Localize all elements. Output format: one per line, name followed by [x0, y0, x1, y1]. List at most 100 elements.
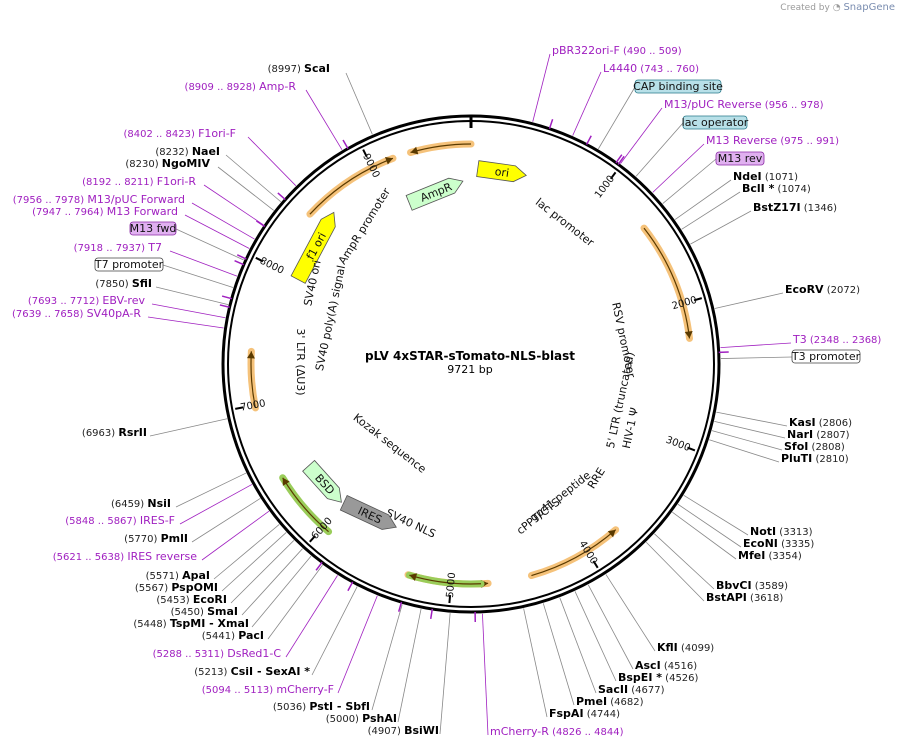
site-position: (8402 .. 8423)	[123, 129, 198, 140]
leader-line	[162, 264, 234, 288]
site-name: NarI	[787, 428, 813, 441]
site-name: SmaI	[207, 605, 238, 618]
feature-arrow	[405, 177, 464, 211]
snapgene-logo-icon: ◔	[832, 3, 841, 13]
leader-line	[620, 107, 663, 164]
tick-label: 8000	[258, 256, 286, 277]
site-position: (2806)	[816, 418, 853, 429]
site-position: (3589)	[752, 581, 789, 592]
enzyme-label: BclI * (1074)	[742, 182, 811, 195]
site-position: (2348 .. 2368)	[807, 335, 882, 346]
site-name: AscI	[635, 659, 661, 672]
enzyme-label: FspAI (4744)	[549, 707, 620, 720]
leader-line	[397, 608, 422, 723]
leader-line	[169, 250, 238, 277]
site-position: (5213)	[194, 667, 230, 678]
site-name: PmeI	[576, 695, 607, 708]
enzyme-label: (6459) NsiI	[111, 497, 171, 510]
site-position: (956 .. 978)	[762, 100, 824, 111]
enzyme-label: (6963) RsrII	[82, 426, 147, 439]
site-name: ScaI	[304, 62, 330, 75]
feature-arc	[531, 529, 617, 577]
site-name: BstAPI	[706, 591, 747, 604]
enzyme-label: (4907) BsiWI	[368, 724, 439, 737]
site-position: (4907)	[368, 726, 404, 737]
site-position: (2072)	[824, 285, 861, 296]
enzyme-label: PmeI (4682)	[576, 695, 644, 708]
leader-line	[149, 418, 228, 437]
site-name: NaeI	[192, 145, 220, 158]
enzyme-label: PluTI (2810)	[781, 452, 849, 465]
site-position: (4682)	[607, 697, 644, 708]
site-position: (5094 .. 5113)	[202, 685, 277, 696]
site-name: M13/pUC Forward	[87, 193, 185, 206]
site-name: PluTI	[781, 452, 812, 465]
site-name: F1ori-F	[198, 127, 236, 140]
site-name: EBV-rev	[102, 294, 145, 307]
leader-line	[147, 316, 224, 329]
leader-line	[221, 532, 287, 592]
site-position: (5621 .. 5638)	[53, 552, 128, 563]
leader-line	[672, 511, 737, 560]
site-name: EcoNI	[743, 537, 778, 550]
enzyme-label: BstZ17I (1346)	[753, 201, 837, 214]
inner-feature: f1 ori	[290, 211, 336, 284]
primer-label: (5621 .. 5638) IRES reverse	[53, 550, 198, 563]
tick-mark	[362, 149, 368, 158]
feature-arc-arrowhead	[684, 331, 693, 339]
enzyme-label: NarI (2807)	[787, 428, 850, 441]
primer-marker	[234, 260, 245, 266]
enzyme-label: (8997) ScaI	[268, 62, 330, 75]
enzyme-label: (5567) PspOMI	[135, 581, 218, 594]
primer-label: (8402 .. 8423) F1ori-F	[123, 127, 236, 140]
primer-label: M13 Reverse (975 .. 991)	[706, 134, 839, 147]
leader-line	[720, 342, 792, 349]
tick-label: 7000	[239, 398, 266, 414]
site-position: (3335)	[778, 539, 815, 550]
feature-box	[682, 115, 748, 130]
inner-feature: cPPT/CTS	[514, 496, 562, 538]
plasmid-size: 9721 bp	[447, 363, 492, 376]
enzyme-label: SacII (4677)	[598, 683, 665, 696]
site-position: (8909 .. 8928)	[185, 82, 260, 93]
site-name: CsiI - SexAI *	[231, 665, 311, 678]
leader-line	[605, 574, 656, 652]
tick-mark	[687, 446, 696, 452]
leader-line	[598, 86, 636, 150]
feature-arrow	[302, 459, 342, 503]
feature-box-label: M13 fwd	[130, 222, 177, 235]
primer-marker	[585, 135, 592, 145]
feature-arc-arrowhead	[246, 351, 255, 359]
feature-box-label: M13 rev	[718, 152, 763, 165]
site-position: (4516)	[661, 661, 698, 672]
leader-line	[681, 191, 741, 230]
leader-line	[225, 154, 282, 203]
credit-prefix: Created by	[780, 3, 830, 13]
plasmid-name: pLV 4xSTAR-sTomato-NLS-blast	[365, 349, 575, 363]
site-name: T3	[792, 333, 807, 346]
site-name: PstI - SbfI	[309, 700, 370, 713]
feature-arc-arrowhead	[385, 157, 393, 165]
leader-line	[654, 533, 715, 590]
site-position: (4526)	[662, 673, 699, 684]
site-name: SfiI	[132, 277, 152, 290]
enzyme-label: KasI (2806)	[789, 416, 852, 429]
leader-line	[711, 430, 783, 451]
site-position: (7956 .. 7978)	[13, 195, 88, 206]
feature-arc-arrowhead	[282, 477, 290, 486]
site-name: BbvCI	[716, 579, 752, 592]
site-name: KasI	[789, 416, 816, 429]
site-name: M13 Forward	[107, 205, 178, 218]
primer-label: (5288 .. 5311) DsRed1-C	[153, 647, 282, 660]
feature-box-label: T7 promoter	[94, 258, 164, 271]
primer-label: (7956 .. 7978) M13/pUC Forward	[13, 193, 185, 206]
feature-box	[129, 221, 177, 236]
site-name: M13 Reverse	[706, 134, 777, 147]
primer-marker	[615, 154, 623, 164]
primer-label: (7693 .. 7712) EBV-rev	[28, 294, 146, 307]
leader-line	[311, 586, 358, 676]
leader-line	[175, 472, 247, 508]
leader-line	[247, 136, 297, 186]
site-name: DsRed1-C	[227, 647, 281, 660]
leader-line	[574, 591, 617, 682]
